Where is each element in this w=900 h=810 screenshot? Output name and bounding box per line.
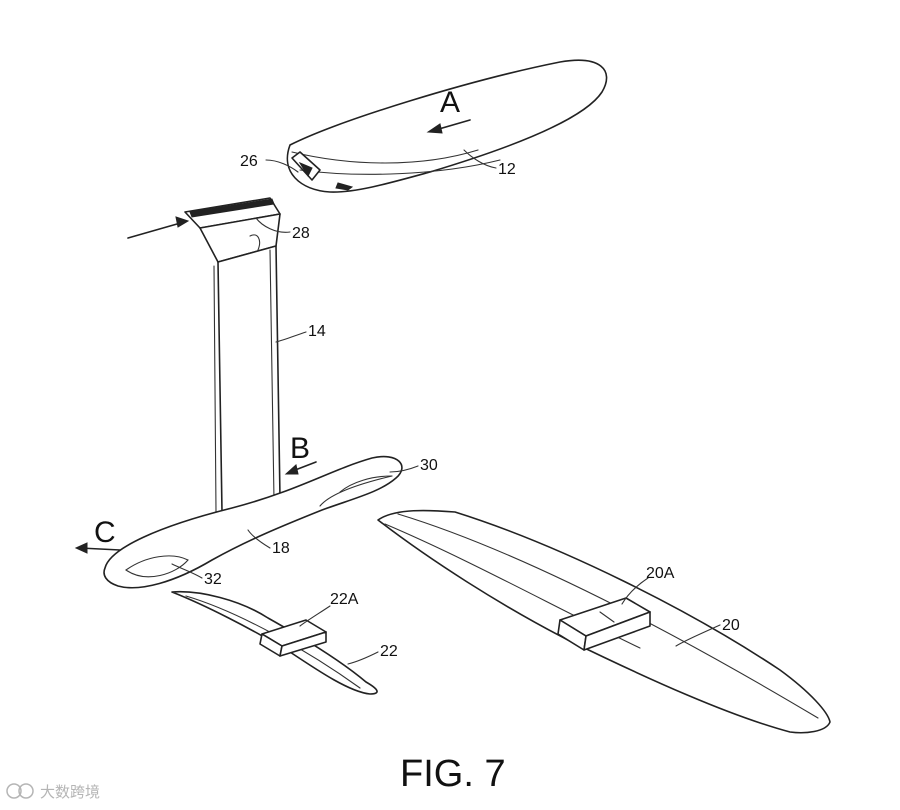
arrow-b bbox=[284, 461, 317, 475]
ref-20: 20 bbox=[722, 617, 740, 634]
figure-caption: FIG. 7 bbox=[400, 753, 506, 795]
arrow-a bbox=[426, 119, 471, 134]
ref-18: 18 bbox=[272, 540, 290, 557]
ref-22: 22 bbox=[380, 643, 398, 660]
ref-30: 30 bbox=[420, 457, 438, 474]
ref-20a: 20A bbox=[646, 565, 675, 582]
ref-32: 32 bbox=[204, 571, 222, 588]
ref-12: 12 bbox=[498, 161, 516, 178]
front-wing-connector bbox=[557, 597, 651, 651]
direction-label-a: A bbox=[440, 86, 460, 119]
arrow-mast-insert bbox=[127, 216, 190, 239]
mast bbox=[184, 197, 281, 513]
ref-28: 28 bbox=[292, 225, 310, 242]
ref-26: 26 bbox=[240, 153, 258, 170]
watermark: 大数跨境 bbox=[6, 783, 100, 801]
direction-label-c: C bbox=[94, 516, 116, 549]
rear-wing-connector bbox=[259, 619, 327, 657]
leader-lines bbox=[171, 149, 721, 665]
fuselage bbox=[103, 455, 403, 589]
direction-label-b: B bbox=[290, 432, 310, 465]
ref-22a: 22A bbox=[330, 591, 359, 608]
arrow-c bbox=[74, 542, 121, 554]
watermark-text: 大数跨境 bbox=[40, 783, 100, 801]
watermark-logo-icon bbox=[6, 783, 34, 799]
ref-14: 14 bbox=[308, 323, 326, 340]
